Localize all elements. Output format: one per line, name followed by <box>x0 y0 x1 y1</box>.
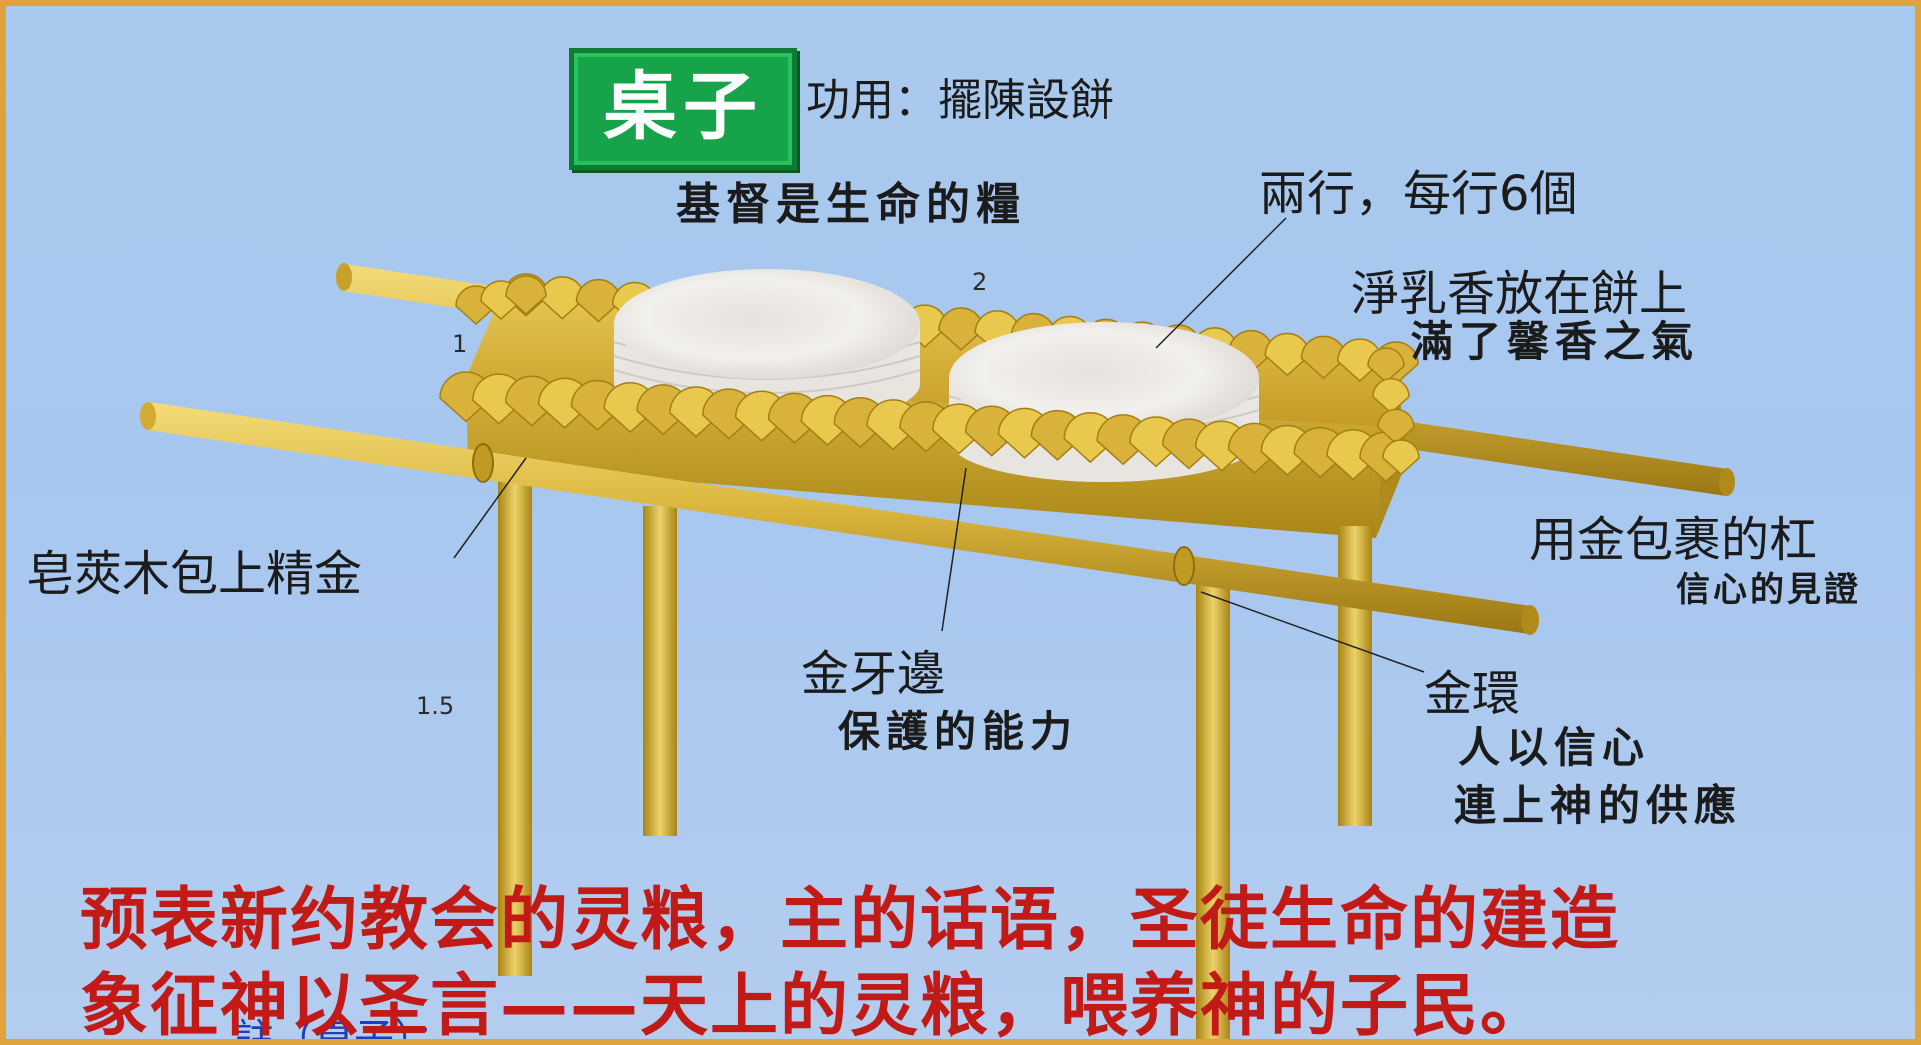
label-rows: 兩行，每行6個 <box>1259 166 1578 222</box>
footnote: 註（桌子）： <box>234 1016 454 1045</box>
label-bread-of-life: 基督是生命的糧 <box>676 179 1026 230</box>
function-label: 功用：擺陳設餅 <box>806 75 1114 126</box>
label-by-faith: 人以信心 <box>1458 723 1651 772</box>
label-supply: 連上神的供應 <box>1454 781 1743 830</box>
dimension-height: 1.5 <box>416 692 455 720</box>
table-illustration <box>140 217 1735 1039</box>
golden-ring-left <box>472 443 494 483</box>
label-frankincense: 淨乳香放在餅上 <box>1351 266 1688 322</box>
front-pole <box>140 402 1539 635</box>
title-badge: 桌子 <box>569 48 797 170</box>
label-golden-crown: 金牙邊 <box>801 646 946 702</box>
label-acacia-wood: 皂莢木包上精金 <box>26 546 363 602</box>
golden-ring-right <box>1173 546 1195 586</box>
golden-crown-front <box>439 347 1420 483</box>
crown-ornament <box>1382 439 1420 476</box>
caption-line-1: 预表新约教会的灵粮，主的话语，圣徒生命的建造 <box>80 881 1621 960</box>
label-protection: 保護的能力 <box>838 707 1079 756</box>
leader-lines <box>453 217 1425 673</box>
crown-ornament <box>1377 408 1415 445</box>
caption-line-2: 象征神以圣言——天上的灵粮，喂养神的子民。 <box>80 967 1551 1045</box>
table-legs <box>498 476 1372 1039</box>
dimension-width: 1 <box>452 330 468 358</box>
label-golden-rings: 金環 <box>1424 666 1521 722</box>
crown-ornament <box>505 275 547 316</box>
label-poles: 用金包裹的杠 <box>1529 512 1818 568</box>
label-faith-witness: 信心的見證 <box>1676 570 1861 610</box>
dimension-length: 2 <box>972 268 988 296</box>
crown-ornament <box>1367 347 1405 384</box>
crown-ornament <box>1372 377 1410 414</box>
label-fragrance: 滿了馨香之氣 <box>1411 317 1700 366</box>
